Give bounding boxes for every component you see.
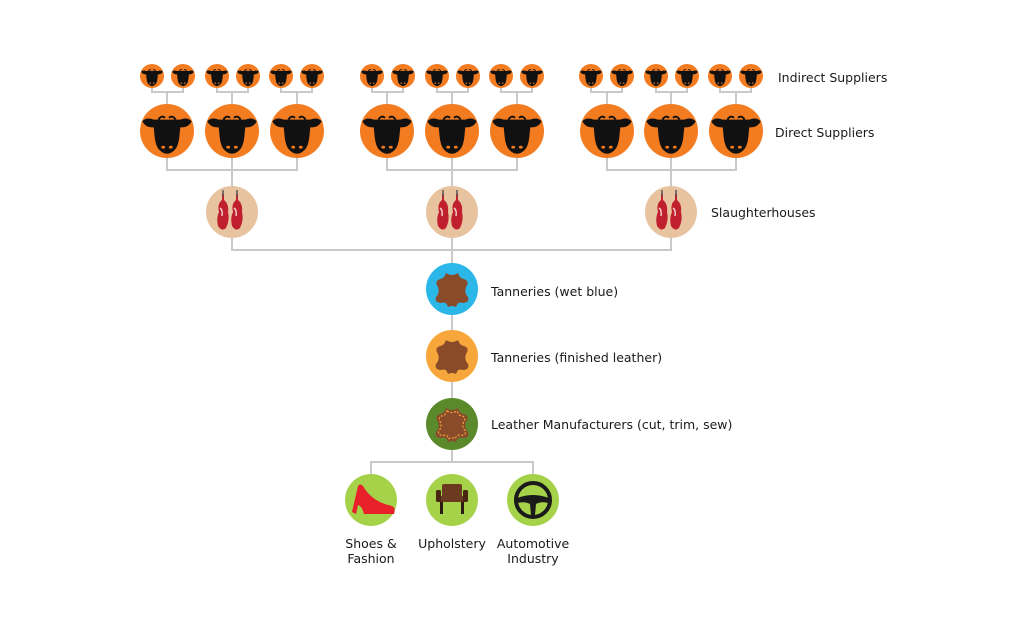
indirect-supplier bbox=[269, 64, 293, 88]
high-heel-shoe-icon bbox=[352, 484, 395, 514]
direct-supplier bbox=[270, 104, 324, 158]
direct-supplier bbox=[644, 104, 698, 158]
indirect-suppliers bbox=[140, 64, 763, 88]
label-automotive-line2: Industry bbox=[507, 551, 559, 566]
tanneries-wet-blue-node bbox=[426, 263, 478, 315]
end-use-shoes bbox=[345, 474, 397, 526]
slaughterhouse-circle bbox=[645, 186, 697, 238]
indirect-supplier bbox=[300, 64, 324, 88]
label-direct-suppliers: Direct Suppliers bbox=[775, 125, 874, 140]
indirect-supplier bbox=[489, 64, 513, 88]
indirect-supplier bbox=[236, 64, 260, 88]
direct-supplier bbox=[580, 104, 634, 158]
direct-supplier bbox=[709, 104, 763, 158]
indirect-supplier bbox=[171, 64, 195, 88]
indirect-supplier bbox=[391, 64, 415, 88]
steering-wheel-icon bbox=[514, 481, 552, 519]
indirect-supplier bbox=[644, 64, 668, 88]
slaughterhouse-circle bbox=[426, 186, 478, 238]
label-tanneries-wet-blue: Tanneries (wet blue) bbox=[490, 284, 618, 299]
indirect-supplier bbox=[205, 64, 229, 88]
indirect-supplier bbox=[140, 64, 164, 88]
slaughterhouse bbox=[645, 186, 697, 238]
indirect-supplier bbox=[739, 64, 763, 88]
label-slaughterhouses: Slaughterhouses bbox=[711, 205, 816, 220]
direct-supplier bbox=[490, 104, 544, 158]
label-upholstery: Upholstery bbox=[418, 536, 486, 551]
label-indirect-suppliers: Indirect Suppliers bbox=[778, 70, 887, 85]
indirect-supplier bbox=[675, 64, 699, 88]
connector-lines bbox=[151, 84, 752, 476]
indirect-supplier bbox=[456, 64, 480, 88]
indirect-supplier bbox=[579, 64, 603, 88]
tanneries-finished-node bbox=[426, 330, 478, 382]
slaughterhouses bbox=[206, 186, 697, 238]
label-leather-manufacturers: Leather Manufacturers (cut, trim, sew) bbox=[491, 417, 732, 432]
slaughterhouse-circle bbox=[206, 186, 258, 238]
slaughterhouse bbox=[426, 186, 478, 238]
label-tanneries-finished: Tanneries (finished leather) bbox=[490, 350, 662, 365]
direct-supplier bbox=[140, 104, 194, 158]
direct-suppliers bbox=[140, 104, 763, 158]
direct-supplier bbox=[205, 104, 259, 158]
end-use-automotive bbox=[507, 474, 559, 526]
indirect-supplier bbox=[610, 64, 634, 88]
direct-supplier bbox=[360, 104, 414, 158]
indirect-supplier bbox=[425, 64, 449, 88]
indirect-supplier bbox=[360, 64, 384, 88]
armchair-icon bbox=[436, 484, 468, 514]
indirect-supplier bbox=[520, 64, 544, 88]
label-shoes-line1: Shoes & bbox=[345, 536, 397, 551]
leather-manufacturers-node bbox=[426, 398, 478, 450]
indirect-supplier bbox=[708, 64, 732, 88]
end-use-upholstery bbox=[426, 474, 478, 526]
slaughterhouse bbox=[206, 186, 258, 238]
label-automotive-line1: Automotive bbox=[497, 536, 570, 551]
direct-supplier bbox=[425, 104, 479, 158]
label-shoes-line2: Fashion bbox=[347, 551, 394, 566]
